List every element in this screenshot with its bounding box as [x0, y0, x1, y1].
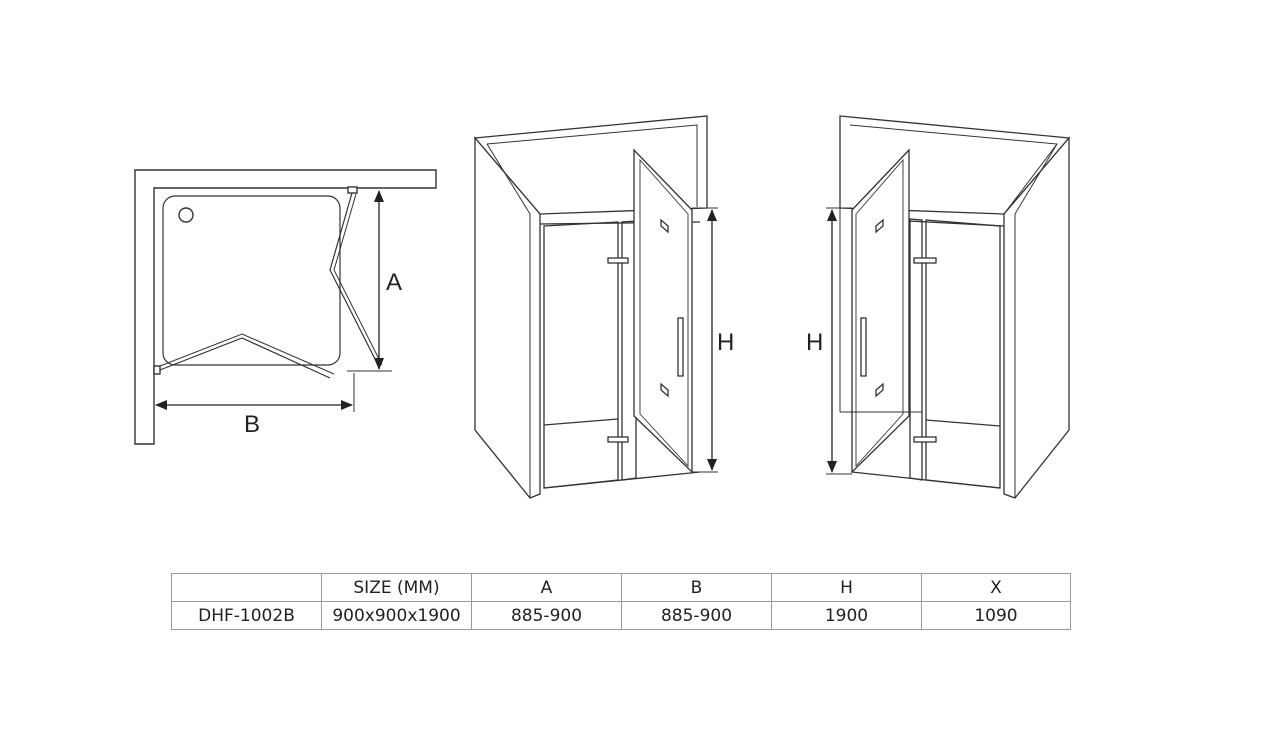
table-cell: 885-900 — [621, 601, 772, 630]
label-b: B — [244, 411, 260, 438]
table-header-cell: A — [471, 573, 622, 602]
hinge — [660, 218, 669, 234]
plan-view — [134, 169, 437, 445]
handle — [913, 257, 937, 264]
hinge — [875, 218, 884, 234]
handle — [913, 436, 937, 443]
hinge — [660, 382, 669, 398]
label-a: A — [386, 269, 402, 296]
table-cell: 900x900x1900 — [321, 601, 472, 630]
spec-table: SIZE (MM) A B H X DHF-1002B 900x900x1900… — [171, 573, 1071, 630]
shower-enclosure-drawing: A B H — [134, 115, 1071, 499]
open-door-leaf — [851, 148, 910, 474]
folding-door-b — [159, 337, 331, 379]
shower-tray — [162, 195, 341, 366]
drain-icon — [178, 207, 194, 223]
table-cell: DHF-1002B — [171, 601, 322, 630]
side-wall — [1003, 136, 1070, 499]
table-header-cell — [171, 573, 322, 602]
side-wall — [474, 136, 541, 499]
table-header-cell: X — [921, 573, 1071, 602]
table-row: DHF-1002B 900x900x1900 885-900 885-900 1… — [171, 601, 1071, 630]
folding-door-a — [329, 192, 379, 366]
table-header-cell: B — [621, 573, 772, 602]
table-header-row: SIZE (MM) A B H X — [171, 573, 1071, 602]
hinge-block — [347, 186, 358, 194]
table-header-cell: SIZE (MM) — [321, 573, 472, 602]
mirrored-perspective-view — [826, 115, 1071, 499]
table-cell: 1090 — [921, 601, 1071, 630]
door-handle-bar — [860, 317, 867, 377]
plan-wall — [134, 169, 437, 445]
handle — [607, 436, 629, 443]
glass-panel — [925, 219, 1001, 489]
front-perspective-view — [473, 115, 718, 499]
label-h-front: H — [717, 329, 734, 356]
door-handle-bar — [677, 317, 684, 377]
hinge — [875, 382, 884, 398]
handle — [607, 257, 629, 264]
label-h-back: H — [806, 329, 823, 356]
glass-panel — [543, 221, 619, 489]
table-header-cell: H — [771, 573, 922, 602]
hinge-block — [153, 365, 161, 375]
table-cell: 1900 — [771, 601, 922, 630]
table-cell: 885-900 — [471, 601, 622, 630]
